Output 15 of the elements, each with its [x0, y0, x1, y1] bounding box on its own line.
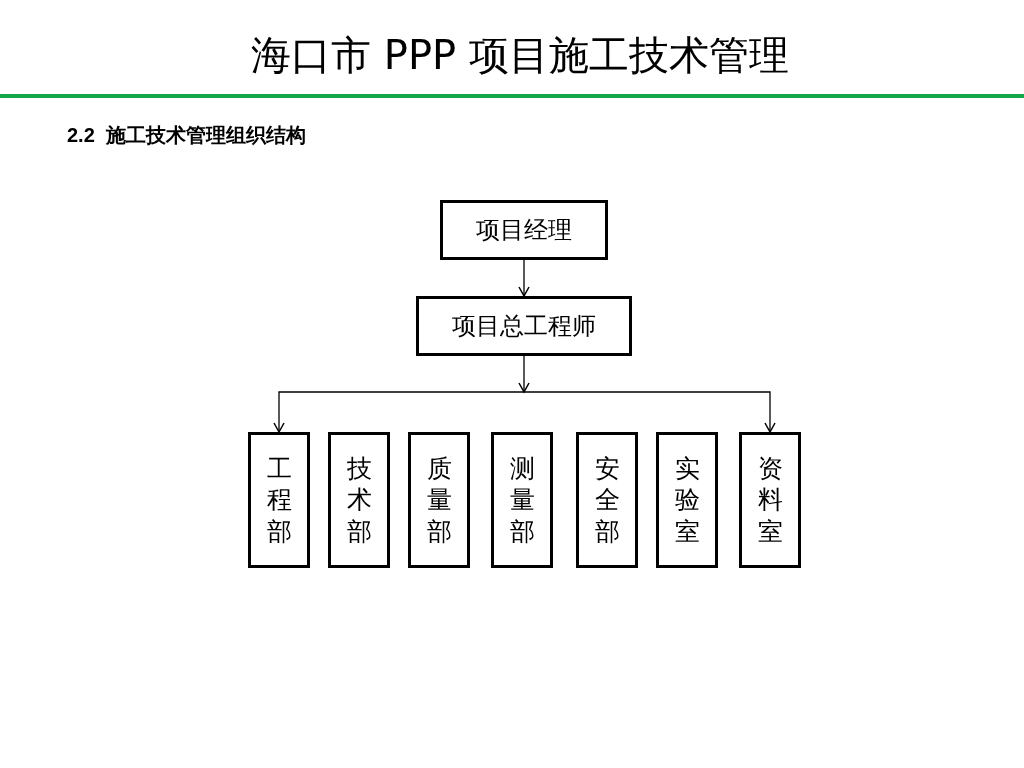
department-box: 资料室 — [739, 432, 801, 568]
arrow — [518, 259, 530, 297]
arrow — [518, 355, 530, 393]
department-box: 实验室 — [656, 432, 718, 568]
department-box: 工程部 — [248, 432, 310, 568]
department-box: 质量部 — [408, 432, 470, 568]
arrow — [523, 391, 776, 433]
department-box: 测量部 — [491, 432, 553, 568]
role-box: 项目经理 — [440, 200, 608, 260]
role-box: 项目总工程师 — [416, 296, 632, 356]
section-heading: 2.2 施工技术管理组织结构 — [67, 123, 306, 148]
department-box: 安全部 — [576, 432, 638, 568]
title: 海口市 PPP 项目施工技术管理 — [250, 31, 790, 80]
department-box: 技术部 — [328, 432, 390, 568]
arrow — [273, 391, 525, 433]
